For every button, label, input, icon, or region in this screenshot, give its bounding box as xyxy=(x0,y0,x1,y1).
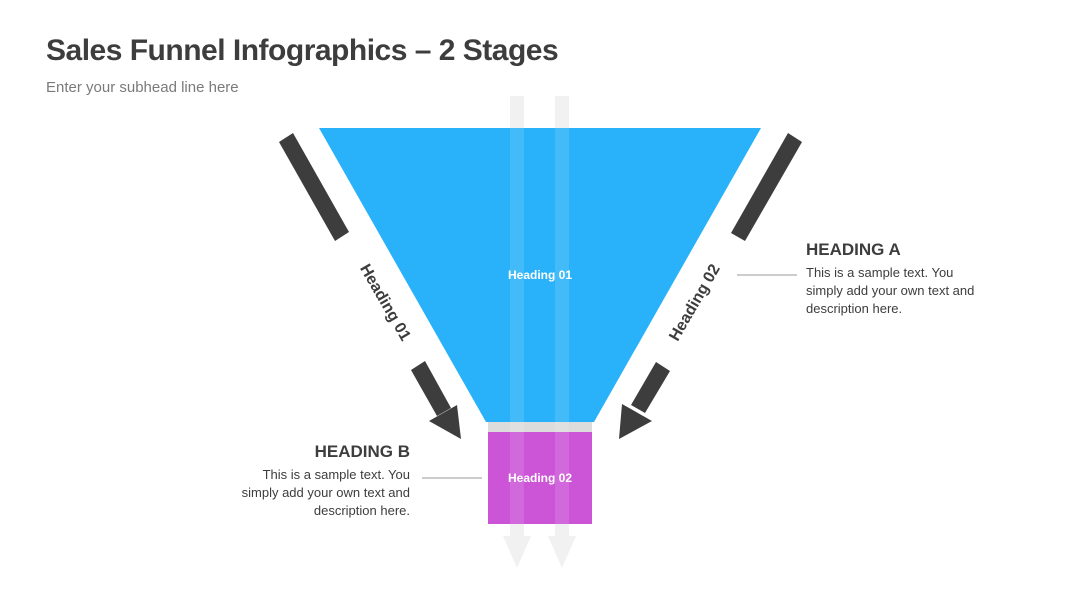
left-arrow-head xyxy=(429,405,461,439)
funnel-stage-1-label: Heading 01 xyxy=(508,268,572,282)
callout-heading-a: HEADING A This is a sample text. You sim… xyxy=(806,240,976,318)
callout-b-text: This is a sample text. You simply add yo… xyxy=(241,467,410,518)
page-subhead: Enter your subhead line here xyxy=(46,79,239,96)
left-arrow-upper-bar xyxy=(279,133,349,241)
callout-b-heading: HEADING B xyxy=(314,442,410,461)
page-title: Sales Funnel Infographics – 2 Stages xyxy=(46,34,559,67)
funnel-stage-1 xyxy=(319,128,761,422)
right-arrow-upper-bar xyxy=(731,133,802,241)
stream-arrow-head-right xyxy=(548,536,576,568)
stream-arrow-head-left xyxy=(503,536,531,568)
callout-heading-b: HEADING B This is a sample text. You sim… xyxy=(240,442,410,520)
right-arrow-lower-bar xyxy=(631,362,670,413)
funnel-stage-2-label: Heading 02 xyxy=(508,471,572,485)
right-arrow xyxy=(619,133,802,439)
funnel-stage-2 xyxy=(488,432,592,524)
callout-a-heading: HEADING A xyxy=(806,240,901,259)
stream-overlay xyxy=(510,128,569,524)
left-arrow-lower-bar xyxy=(411,361,451,416)
right-arrow-head xyxy=(619,404,652,439)
left-arrow xyxy=(279,133,461,439)
stage-divider xyxy=(488,422,592,432)
callout-a-text: This is a sample text. You simply add yo… xyxy=(806,265,975,316)
